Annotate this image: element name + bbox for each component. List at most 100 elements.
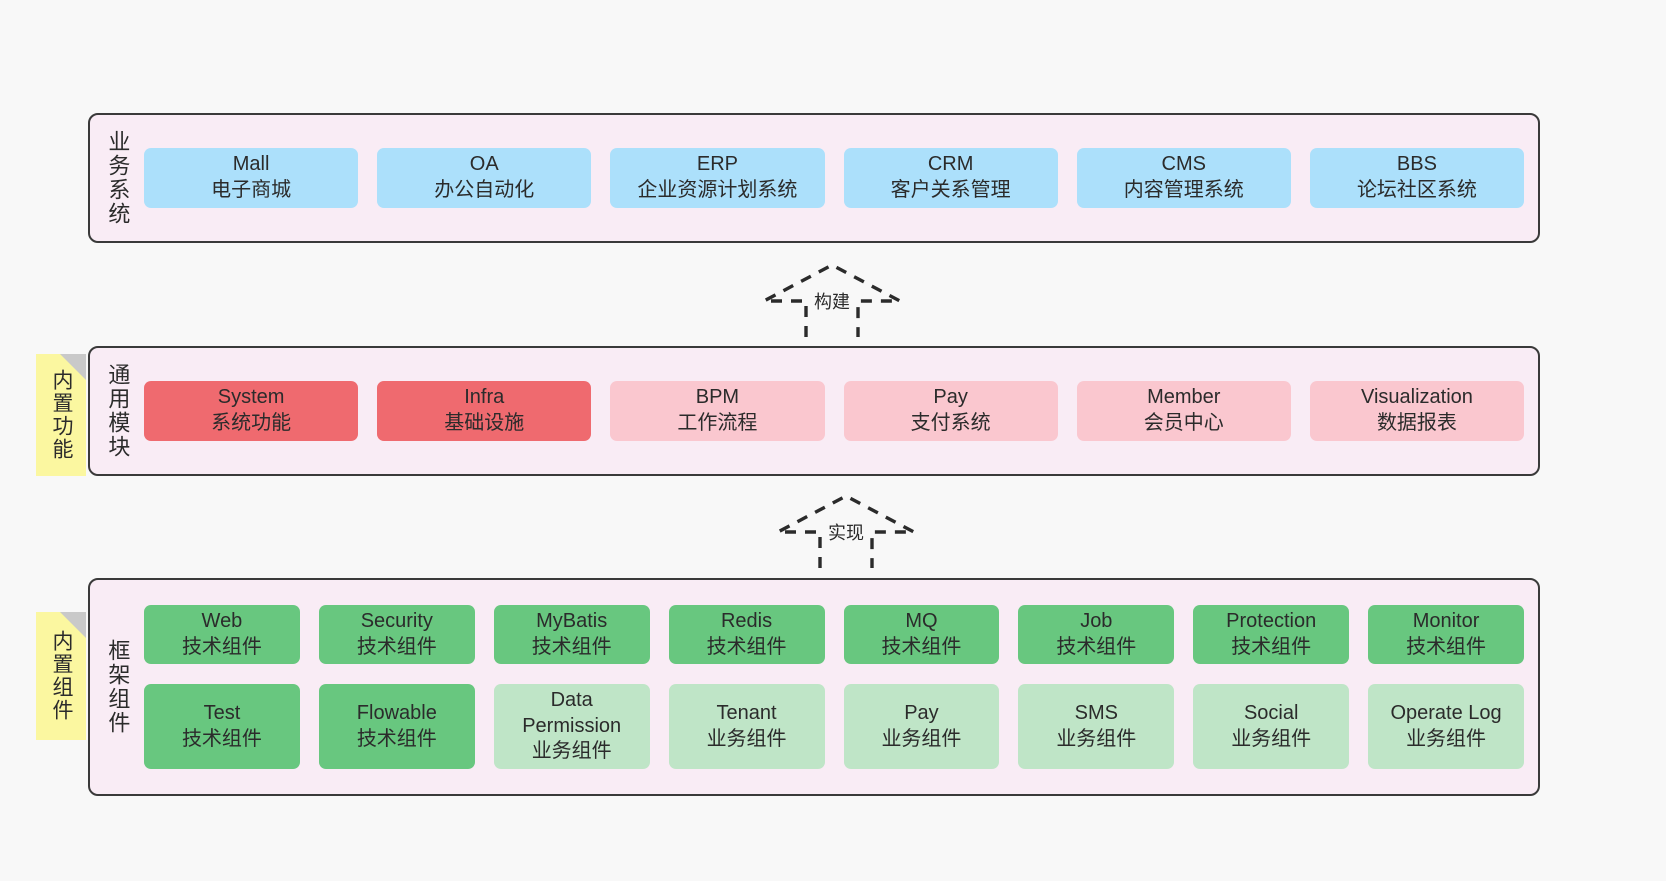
node-crm[interactable]: CRM 客户关系管理 [843,148,1058,208]
node-erp-title: ERP [696,153,738,176]
node-mall-subtitle: 电子商城 [211,179,292,201]
node-sms-title: SMS [1074,702,1118,724]
node-monitor-title: Monitor [1412,610,1480,633]
node-oa-title: OA [469,153,499,176]
node-bbs-subtitle: 论坛社区系统 [1356,179,1477,201]
node-crm-title: CRM [927,153,974,176]
node-data-permission[interactable]: Data Permission 业务组件 [493,684,650,769]
layer-body-framework-components: Web 技术组件 Security 技术组件 MyBatis 技术组件 Redi… [144,580,1538,794]
node-pay-module-subtitle: 支付系统 [910,412,991,434]
node-erp-subtitle: 企业资源计划系统 [637,179,798,201]
node-protection-subtitle: 技术组件 [1231,635,1312,658]
node-mybatis-title: MyBatis [536,610,608,633]
node-security-title: Security [360,610,433,633]
node-social-title: Social [1243,702,1299,724]
layer-common-modules: 通用模块 System 系统功能 Infra 基础设施 BPM 工作流程 Pay… [88,346,1540,476]
node-member-subtitle: 会员中心 [1143,412,1224,434]
node-social[interactable]: Social 业务组件 [1193,684,1350,769]
node-crm-subtitle: 客户关系管理 [890,179,1011,201]
node-cms-subtitle: 内容管理系统 [1123,179,1244,201]
node-sms[interactable]: SMS 业务组件 [1018,684,1175,769]
node-operate-log[interactable]: Operate Log 业务组件 [1368,684,1524,769]
node-tenant-subtitle: 业务组件 [706,727,787,750]
connector-implement-label: 实现 [828,523,864,543]
node-job[interactable]: Job 技术组件 [1018,605,1175,665]
node-visualization[interactable]: Visualization 数据报表 [1309,381,1525,441]
node-mybatis-subtitle: 技术组件 [531,635,612,658]
layer-body-business-systems: Mall 电子商城 OA 办公自动化 ERP 企业资源计划系统 CRM 客户关系… [144,115,1538,241]
node-oa-subtitle: 办公自动化 [434,179,535,201]
node-protection[interactable]: Protection 技术组件 [1193,605,1350,665]
node-bpm-title: BPM [695,386,740,409]
node-system[interactable]: System 系统功能 [144,381,359,441]
node-member[interactable]: Member 会员中心 [1076,381,1291,441]
node-redis-title: Redis [720,610,773,633]
node-data-permission-subtitle: 业务组件 [531,740,612,763]
connector-build-label: 构建 [814,292,850,312]
node-mq[interactable]: MQ 技术组件 [843,605,1000,665]
node-cms-title: CMS [1161,153,1206,176]
layer-body-common-modules: System 系统功能 Infra 基础设施 BPM 工作流程 Pay 支付系统… [144,348,1538,474]
node-protection-title: Protection [1226,610,1317,633]
layer-business-systems: 业务系统 Mall 电子商城 OA 办公自动化 ERP 企业资源计划系统 CRM… [88,113,1540,243]
node-flowable-subtitle: 技术组件 [356,727,437,750]
node-pay-component-title: Pay [904,702,939,724]
node-mq-title: MQ [905,610,938,633]
layer-framework-components: 框架组件 Web 技术组件 Security 技术组件 MyBatis 技术组件… [88,578,1540,796]
node-cms[interactable]: CMS 内容管理系统 [1076,148,1291,208]
node-mybatis[interactable]: MyBatis 技术组件 [493,605,650,665]
node-infra[interactable]: Infra 基础设施 [377,381,592,441]
node-job-subtitle: 技术组件 [1056,635,1137,658]
node-visualization-subtitle: 数据报表 [1376,412,1457,434]
node-bbs-title: BBS [1396,153,1437,176]
node-member-title: Member [1147,386,1221,409]
node-monitor[interactable]: Monitor 技术组件 [1368,605,1524,665]
node-system-subtitle: 系统功能 [211,412,292,434]
layer-title-framework-components: 框架组件 [105,639,131,735]
node-web-subtitle: 技术组件 [181,635,262,658]
node-operate-log-subtitle: 业务组件 [1406,727,1487,750]
node-flowable[interactable]: Flowable 技术组件 [318,684,475,769]
node-oa[interactable]: OA 办公自动化 [377,148,592,208]
node-security-subtitle: 技术组件 [356,635,437,658]
note-builtin-function-label: 内置功能 [49,369,73,461]
node-bbs[interactable]: BBS 论坛社区系统 [1309,148,1525,208]
node-redis[interactable]: Redis 技术组件 [668,605,825,665]
node-mall[interactable]: Mall 电子商城 [144,148,359,208]
row-common-modules: System 系统功能 Infra 基础设施 BPM 工作流程 Pay 支付系统… [144,381,1525,441]
node-tenant-title: Tenant [716,702,777,724]
note-builtin-function: 内置功能 [36,354,86,476]
row-tech-components: Web 技术组件 Security 技术组件 MyBatis 技术组件 Redi… [144,605,1524,665]
node-pay-module-title: Pay [933,386,968,409]
node-pay-module[interactable]: Pay 支付系统 [843,381,1058,441]
node-test-title: Test [203,702,241,724]
node-infra-subtitle: 基础设施 [444,412,525,434]
connector-implement: 实现 [770,492,922,572]
node-flowable-title: Flowable [356,702,437,724]
connector-build: 构建 [756,261,908,341]
node-security[interactable]: Security 技术组件 [318,605,475,665]
node-bpm[interactable]: BPM 工作流程 [610,381,825,441]
node-operate-log-title: Operate Log [1390,702,1502,724]
node-web[interactable]: Web 技术组件 [144,605,300,665]
row-business-components: Test 技术组件 Flowable 技术组件 Data Permission … [144,684,1524,769]
node-redis-subtitle: 技术组件 [706,635,787,658]
node-test[interactable]: Test 技术组件 [144,684,300,769]
layer-title-common-modules: 通用模块 [105,363,131,459]
node-social-subtitle: 业务组件 [1231,727,1312,750]
node-mall-title: Mall [232,153,270,176]
node-sms-subtitle: 业务组件 [1056,727,1137,750]
node-erp[interactable]: ERP 企业资源计划系统 [610,148,825,208]
layer-title-business-systems: 业务系统 [105,130,131,226]
note-builtin-component-label: 内置组件 [49,630,73,722]
node-visualization-title: Visualization [1360,386,1473,409]
node-test-subtitle: 技术组件 [181,727,262,750]
node-bpm-subtitle: 工作流程 [677,412,758,434]
node-tenant[interactable]: Tenant 业务组件 [668,684,825,769]
node-pay-component[interactable]: Pay 业务组件 [843,684,1000,769]
node-mq-subtitle: 技术组件 [881,635,962,658]
node-web-title: Web [201,610,243,633]
node-system-title: System [217,386,285,409]
row-business-systems: Mall 电子商城 OA 办公自动化 ERP 企业资源计划系统 CRM 客户关系… [144,148,1525,208]
